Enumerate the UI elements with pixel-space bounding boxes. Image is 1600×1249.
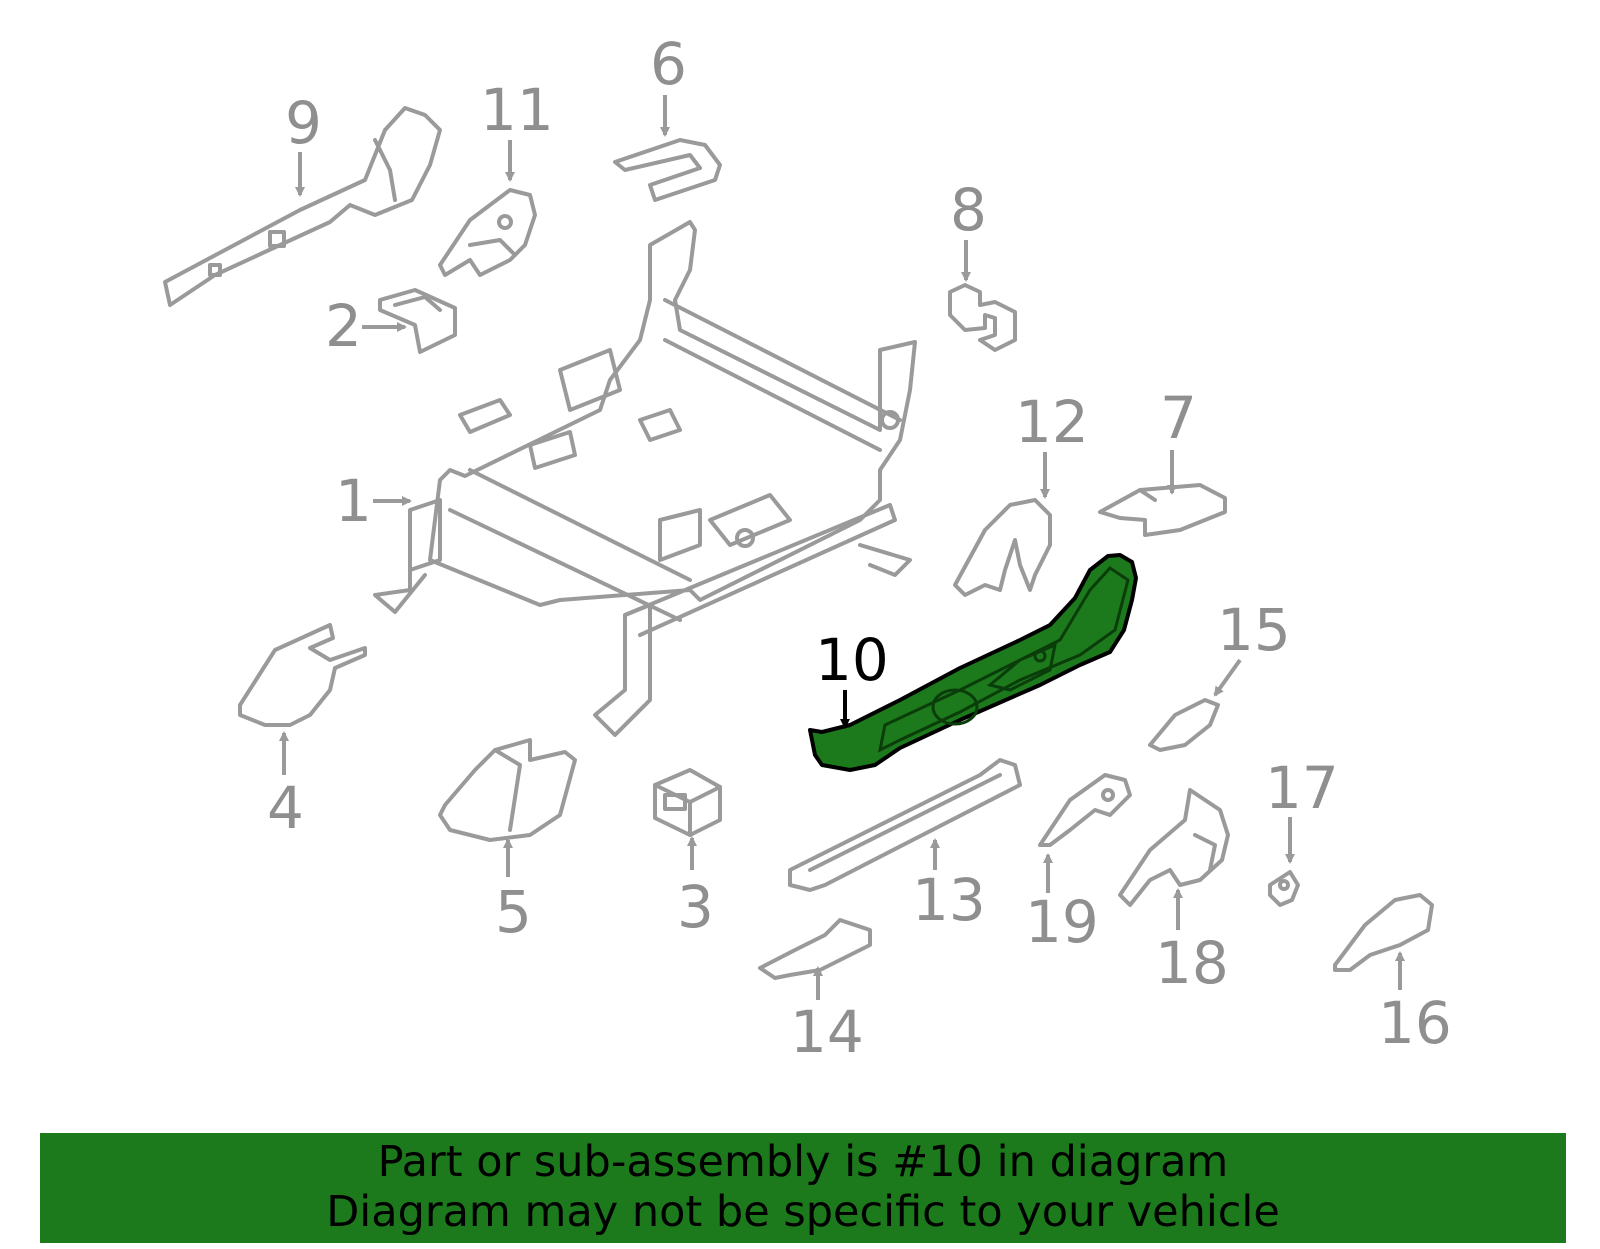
svg-text:13: 13 bbox=[912, 866, 986, 934]
part-5-cover bbox=[438, 738, 577, 842]
callout-11: 11 bbox=[480, 76, 554, 182]
part-14-strip bbox=[758, 918, 872, 980]
part-3-block bbox=[653, 768, 722, 837]
svg-text:14: 14 bbox=[790, 998, 864, 1066]
part-15-cap bbox=[1148, 698, 1220, 752]
part-16-handle bbox=[1333, 893, 1434, 972]
callout-9: 9 bbox=[285, 89, 322, 197]
callout-2: 2 bbox=[325, 292, 407, 360]
callout-3: 3 bbox=[677, 836, 714, 941]
callout-19: 19 bbox=[1025, 853, 1099, 956]
callout-14: 14 bbox=[790, 966, 864, 1066]
callout-1: 1 bbox=[335, 467, 412, 535]
part-7-clip bbox=[1098, 483, 1227, 537]
part-6-clip bbox=[613, 138, 722, 202]
part-2-bracket bbox=[378, 288, 457, 354]
part-11-bracket bbox=[438, 188, 537, 277]
part-1-seat-frame bbox=[373, 220, 917, 737]
part-17-clip bbox=[1268, 870, 1300, 907]
svg-text:10: 10 bbox=[815, 626, 889, 694]
callout-12: 12 bbox=[1015, 388, 1089, 499]
svg-text:19: 19 bbox=[1025, 888, 1099, 956]
svg-text:17: 17 bbox=[1265, 754, 1339, 822]
svg-text:9: 9 bbox=[285, 89, 322, 157]
part-8-connector bbox=[948, 283, 1017, 352]
callout-10: 10 bbox=[815, 626, 889, 729]
svg-text:16: 16 bbox=[1378, 989, 1452, 1057]
svg-text:2: 2 bbox=[325, 292, 362, 360]
part-9-arm bbox=[163, 106, 442, 307]
part-19-bracket bbox=[1038, 773, 1132, 847]
svg-text:7: 7 bbox=[1160, 384, 1197, 452]
svg-text:1: 1 bbox=[335, 467, 372, 535]
part-13-trim bbox=[788, 758, 1022, 892]
callout-6: 6 bbox=[650, 30, 687, 137]
banner-line-2: Diagram may not be specific to your vehi… bbox=[326, 1187, 1280, 1237]
callout-5: 5 bbox=[495, 838, 532, 946]
part-12-cover bbox=[953, 498, 1052, 597]
svg-text:11: 11 bbox=[480, 76, 554, 144]
callout-7: 7 bbox=[1160, 384, 1197, 495]
callout-8: 8 bbox=[950, 176, 987, 282]
svg-text:15: 15 bbox=[1217, 596, 1291, 664]
svg-text:3: 3 bbox=[677, 873, 714, 941]
part-4-cover bbox=[238, 623, 367, 727]
callout-17: 17 bbox=[1265, 754, 1339, 864]
banner-line-1: Part or sub-assembly is #10 in diagram bbox=[377, 1137, 1229, 1187]
info-banner: Part or sub-assembly is #10 in diagram D… bbox=[40, 1133, 1566, 1243]
svg-text:12: 12 bbox=[1015, 388, 1089, 456]
callout-4: 4 bbox=[267, 731, 304, 842]
part-18-cover bbox=[1118, 788, 1230, 907]
svg-text:8: 8 bbox=[950, 176, 987, 244]
svg-text:4: 4 bbox=[267, 774, 304, 842]
svg-text:5: 5 bbox=[495, 878, 532, 946]
svg-text:18: 18 bbox=[1155, 929, 1229, 997]
part-10-highlighted bbox=[808, 553, 1138, 772]
callout-13: 13 bbox=[912, 838, 986, 934]
callout-15: 15 bbox=[1213, 596, 1291, 697]
callout-18: 18 bbox=[1155, 888, 1229, 997]
callout-16: 16 bbox=[1378, 951, 1452, 1057]
svg-text:6: 6 bbox=[650, 30, 687, 98]
